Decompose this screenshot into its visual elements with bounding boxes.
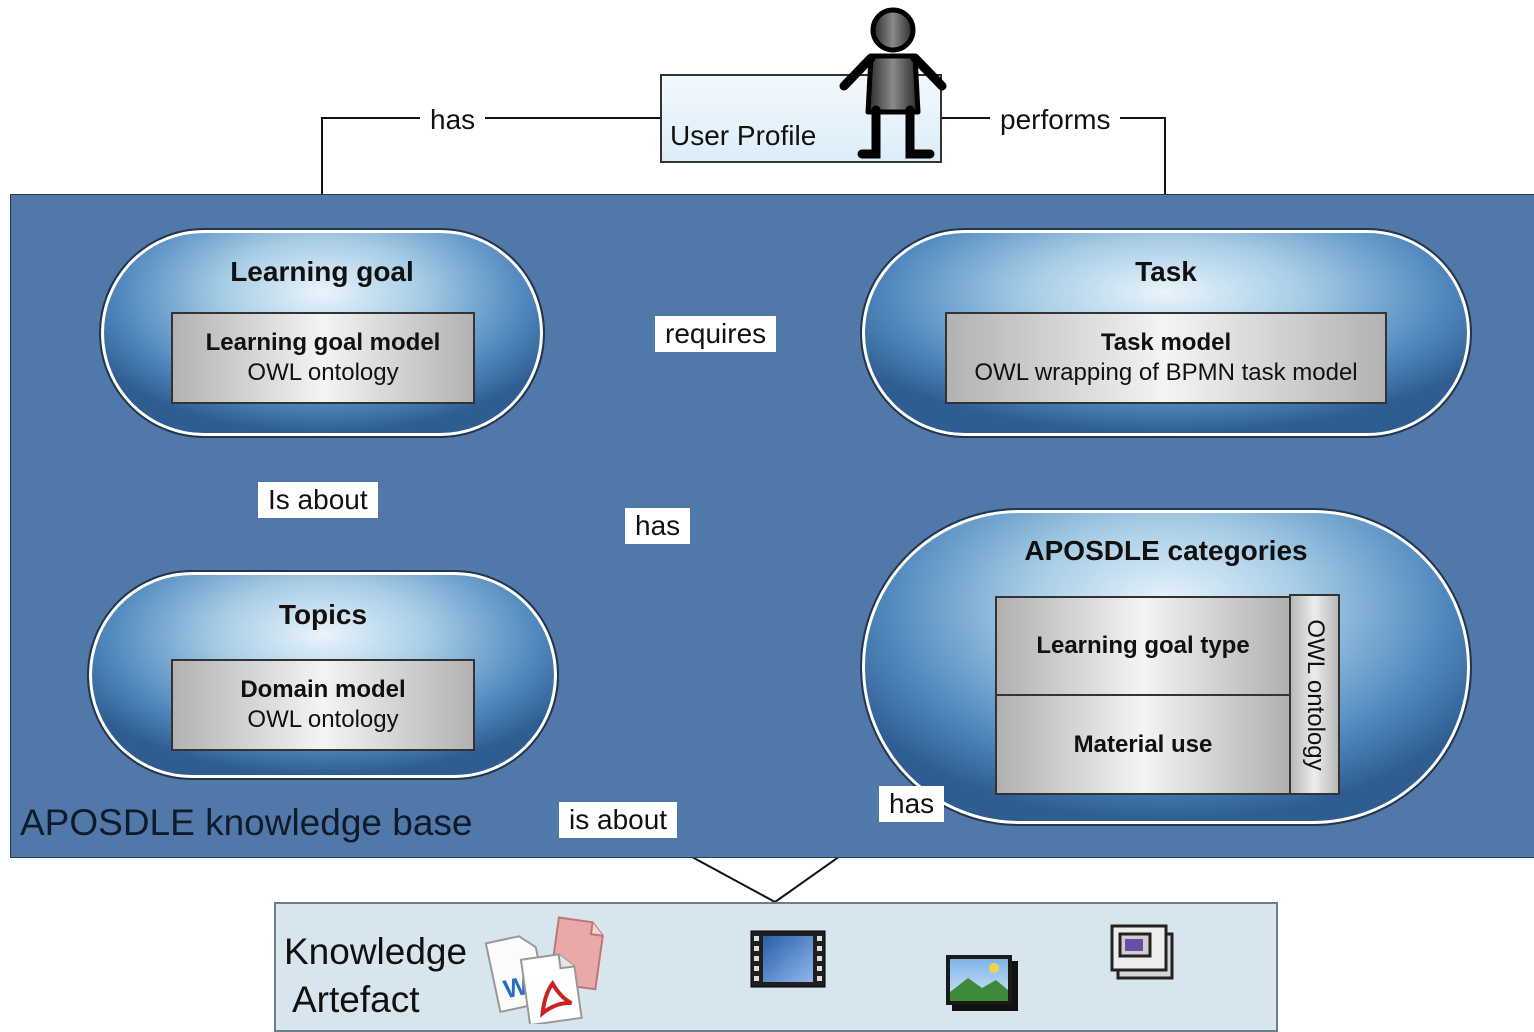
learning-goal-model-box[interactable]: Learning goal model OWL ontology (171, 312, 475, 404)
documents-icon[interactable]: W (484, 914, 614, 1024)
learning-goal-model-type: OWL ontology (247, 359, 399, 386)
task-title: Task (1135, 256, 1197, 287)
topics-title: Topics (278, 599, 368, 630)
knowledge-artefact-label: Knowledge Artefact (284, 928, 467, 1024)
domain-model-box[interactable]: Domain model OWL ontology (171, 659, 475, 751)
knowledge-base-label: APOSDLE knowledge base (20, 802, 473, 843)
user-profile-label: User Profile (670, 120, 817, 151)
material-use-cell[interactable]: Material use (995, 694, 1291, 795)
video-film-icon[interactable] (750, 930, 826, 988)
window-screens-icon[interactable] (1108, 922, 1176, 982)
domain-model-type: OWL ontology (247, 706, 399, 733)
edge-label-artefact-is-about: is about (559, 802, 678, 838)
learning-goal-title: Learning goal (230, 256, 414, 287)
person-icon (839, 7, 947, 159)
images-icon[interactable] (942, 952, 1022, 1014)
edge-label-user-has: has (420, 102, 486, 138)
categories-owl-ontology-label: OWL ontology (1301, 618, 1329, 771)
knowledge-artefact-label-line1: Knowledge (284, 931, 468, 972)
knowledge-artefact-label-line2: Artefact (292, 979, 420, 1020)
edge-label-goal-has: has (625, 508, 691, 544)
edge-label-user-performs: performs (990, 102, 1121, 138)
edge-user-has (313, 117, 660, 230)
edge-label-goal-is-about: Is about (258, 482, 378, 518)
task-model-box[interactable]: Task model OWL wrapping of BPMN task mod… (945, 312, 1387, 404)
task-model-type: OWL wrapping of BPMN task model (974, 359, 1358, 386)
edge-label-artefact-has: has (879, 786, 945, 822)
categories-owl-ontology-box: OWL ontology (1289, 594, 1340, 795)
domain-model-name: Domain model (240, 676, 406, 703)
task-model-name: Task model (1100, 329, 1232, 356)
learning-goal-type-cell[interactable]: Learning goal type (995, 596, 1291, 696)
learning-goal-model-name: Learning goal model (205, 329, 441, 356)
edge-label-task-requires: requires (655, 316, 777, 352)
categories-title: APOSDLE categories (1024, 535, 1308, 566)
